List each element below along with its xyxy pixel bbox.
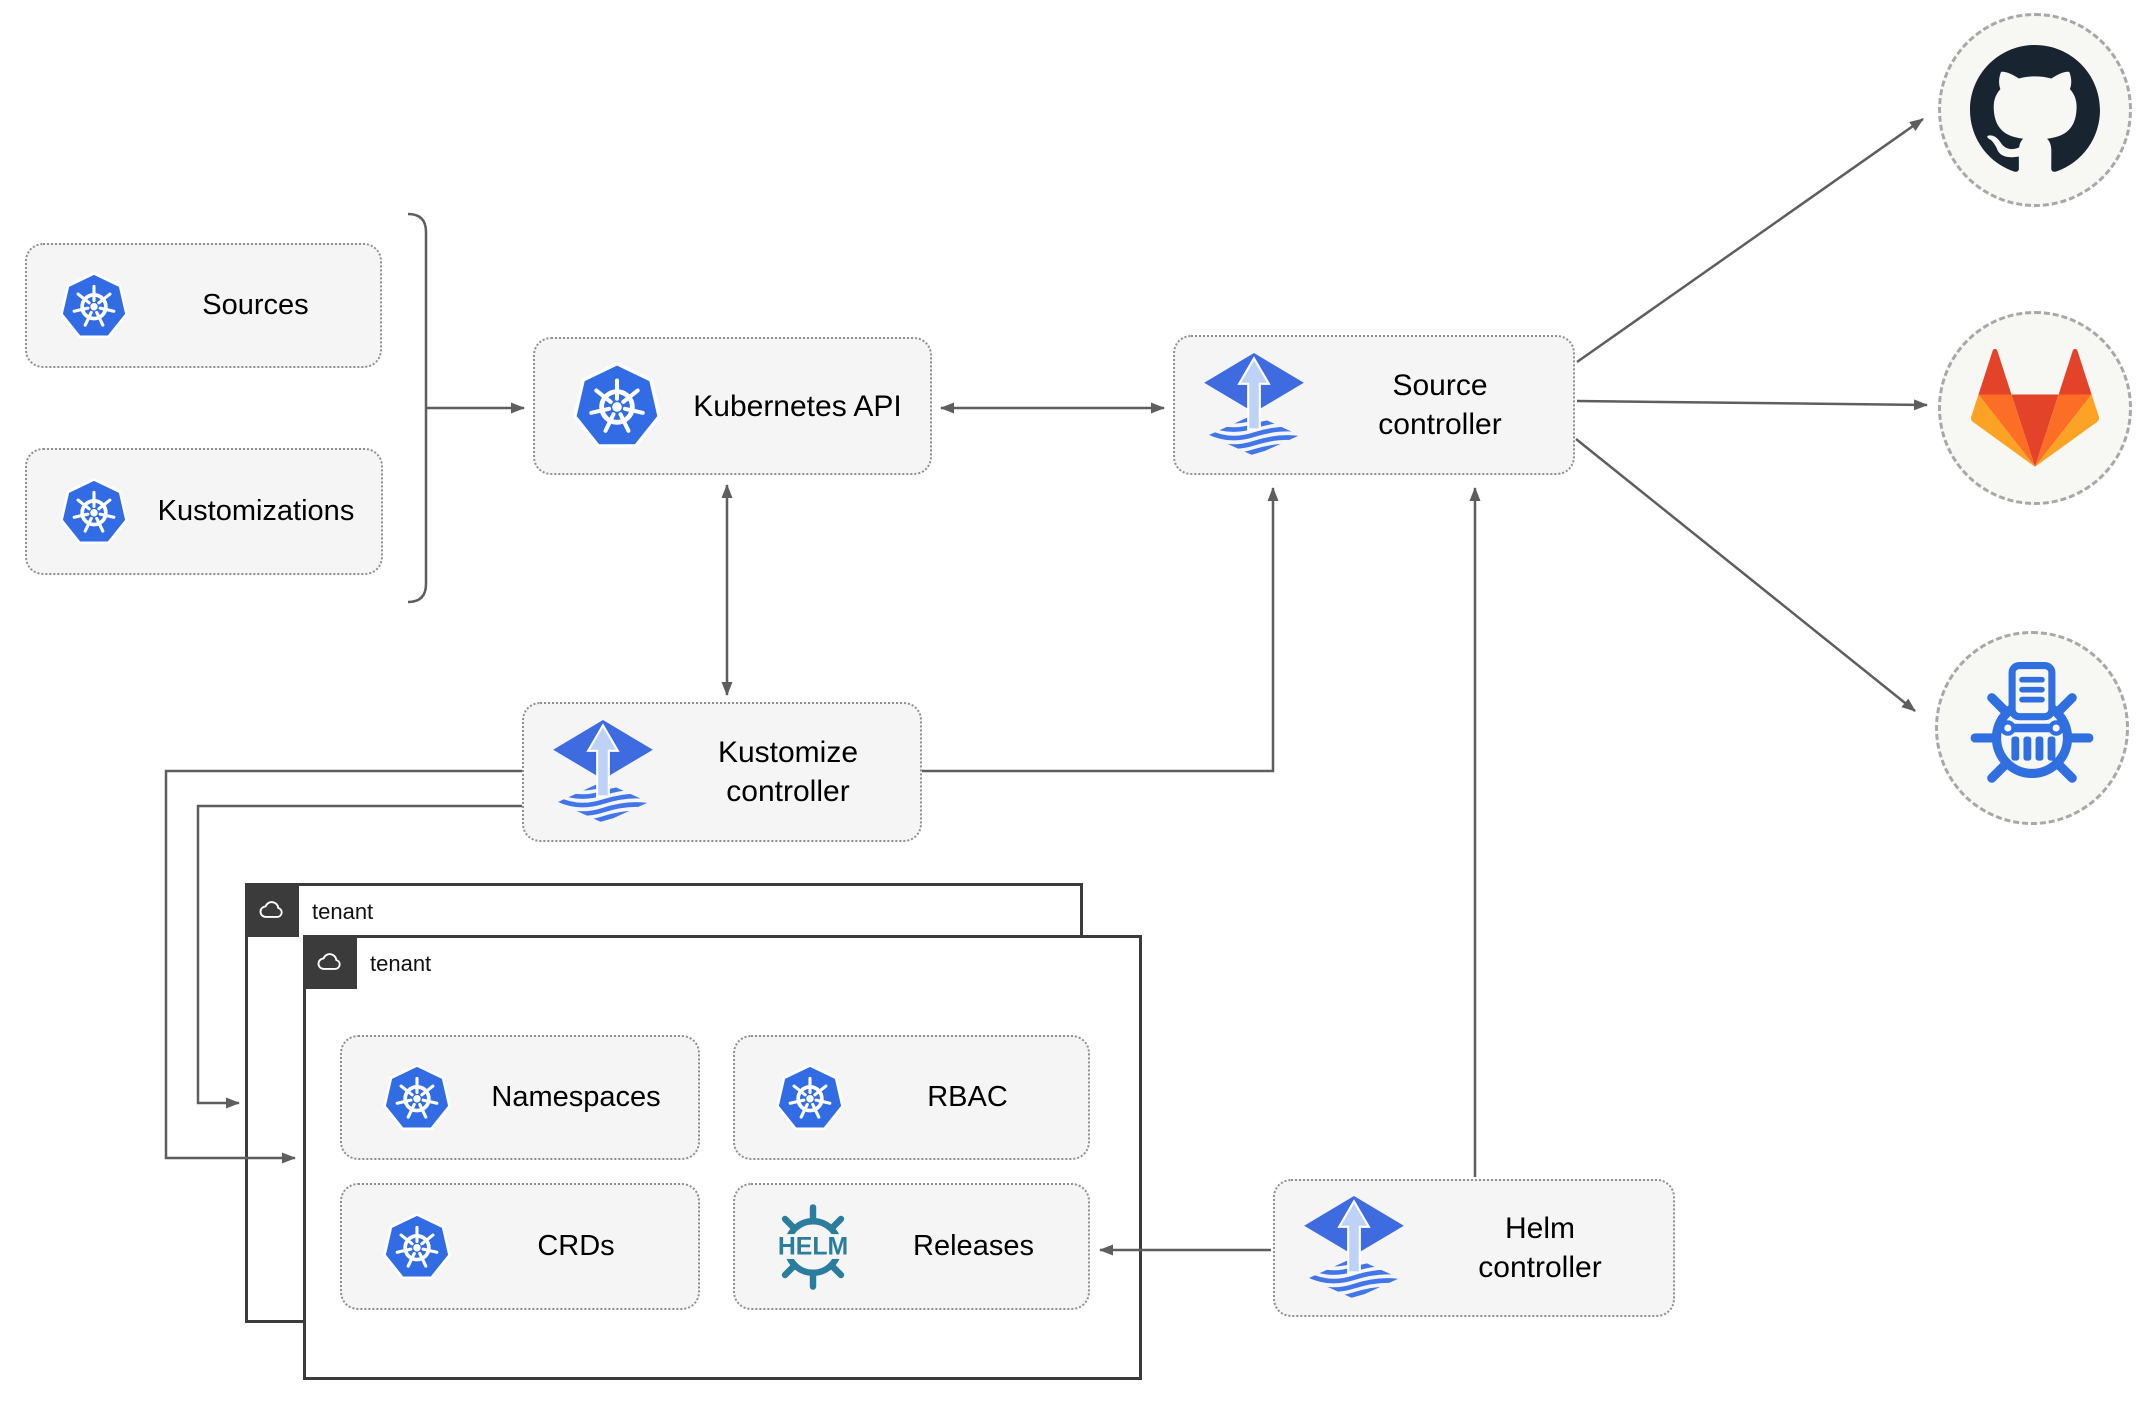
node-crds: CRDs <box>340 1183 700 1310</box>
tenant-header <box>303 935 357 989</box>
helm-logo-text: HELM <box>778 1233 848 1260</box>
node-kustomize-controller: Kustomize controller <box>522 702 922 842</box>
node-label: Source controller <box>1378 369 1502 441</box>
tenant-label: tenant <box>312 899 374 924</box>
connector-kustomize-to-source-controller <box>922 487 1279 773</box>
node-label: Helm controller <box>1478 1212 1602 1284</box>
tenant-header <box>245 883 299 937</box>
node-label: RBAC <box>927 1080 1008 1113</box>
flux-icon <box>1301 1195 1407 1301</box>
connector-source-controller-to-github <box>1576 117 1924 364</box>
github-icon <box>1970 45 2100 172</box>
bracket-sources-group <box>407 212 428 604</box>
node-label: Kubernetes API <box>693 389 902 423</box>
connector-source-controller-to-gitlab <box>1576 399 1928 411</box>
node-source-controller: Source controller <box>1173 335 1575 475</box>
node-namespaces: Namespaces <box>340 1035 700 1160</box>
kubernetes-icon <box>380 1061 454 1135</box>
helm-repository-icon <box>1970 661 2094 783</box>
node-helm-controller: Helm controller <box>1273 1179 1675 1317</box>
kubernetes-icon <box>380 1210 454 1284</box>
gitlab-icon <box>1971 349 2099 467</box>
node-kustomizations: Kustomizations <box>25 448 383 575</box>
remote-github <box>1938 13 2132 207</box>
node-rbac: RBAC <box>733 1035 1090 1160</box>
tenant-label: tenant <box>370 951 432 976</box>
remote-gitlab <box>1938 311 2132 505</box>
node-releases: HELM Releases <box>733 1183 1090 1310</box>
node-label: Releases <box>913 1229 1034 1262</box>
node-label: Kustomize controller <box>717 736 859 808</box>
cloud-icon <box>312 947 348 977</box>
kubernetes-icon <box>57 475 131 549</box>
node-label: Sources <box>202 288 309 321</box>
flux-icon <box>550 719 656 825</box>
node-label: Kustomizations <box>157 494 355 527</box>
flux-icon <box>1201 352 1307 458</box>
kubernetes-icon <box>569 358 665 454</box>
connector-source-controller-to-helm-repository <box>1575 438 1916 712</box>
kubernetes-icon <box>57 269 131 343</box>
cloud-icon <box>254 895 290 925</box>
node-label: CRDs <box>537 1229 615 1262</box>
node-label: Namespaces <box>491 1080 661 1113</box>
node-sources: Sources <box>25 243 382 368</box>
kubernetes-icon <box>773 1061 847 1135</box>
helm-icon: HELM <box>767 1203 859 1290</box>
remote-helm-repository <box>1935 631 2129 825</box>
node-kubernetes-api: Kubernetes API <box>533 337 932 475</box>
